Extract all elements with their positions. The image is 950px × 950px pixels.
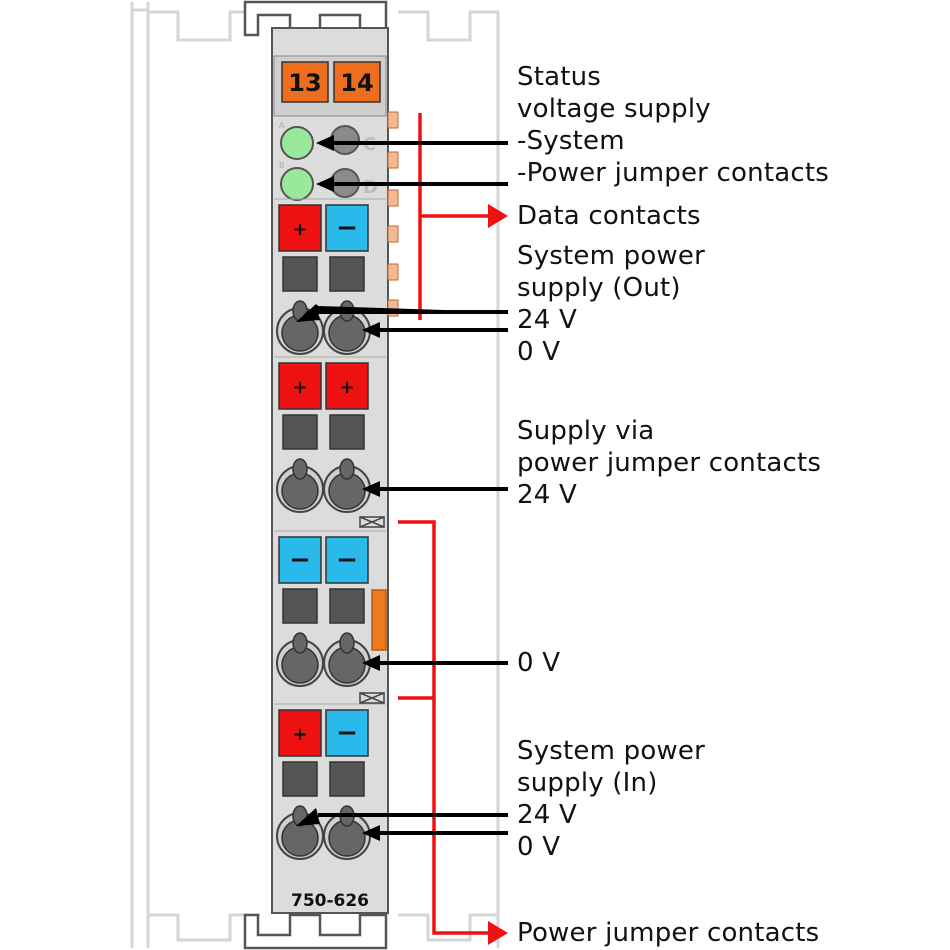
label-system-power-supply-in: System power supply (In) 24 V 0 V — [517, 736, 705, 862]
release-button — [329, 761, 365, 797]
release-button — [329, 256, 365, 292]
terminal-number-14: 14 — [333, 61, 381, 103]
release-button — [282, 588, 318, 624]
data-contact-tabs — [387, 111, 399, 317]
release-button — [282, 761, 318, 797]
led-c-off — [330, 125, 360, 155]
label-system-power-supply-out: System power supply (Out) 24 V 0 V — [517, 241, 705, 367]
label-power-jumper-contacts: Power jumper contacts — [517, 918, 820, 948]
plus-marker — [325, 362, 369, 410]
svg-text:A: A — [279, 121, 285, 130]
polarity-sign: − — [336, 718, 358, 748]
connection-row: ++ — [274, 356, 386, 513]
polarity-sign: + — [292, 377, 307, 398]
release-button — [282, 256, 318, 292]
svg-text:D: D — [363, 177, 378, 198]
plus-marker — [278, 362, 322, 410]
polarity-sign: − — [336, 213, 358, 243]
led-a-green — [280, 126, 314, 160]
connection-row: −− — [274, 530, 386, 687]
connection-row: +− — [274, 703, 386, 860]
minus-marker — [278, 536, 322, 584]
polarity-sign: + — [339, 377, 354, 398]
polarity-sign: − — [336, 545, 358, 575]
data-contact-bracket — [418, 113, 508, 320]
label-supply-via-power-jumper: Supply via power jumper contacts 24 V — [517, 416, 822, 510]
label-data-contacts: Data contacts — [517, 201, 701, 231]
release-button — [329, 588, 365, 624]
plus-marker — [278, 204, 322, 252]
plus-marker — [278, 709, 322, 757]
svg-text:13: 13 — [288, 69, 321, 97]
neighbor-module-outlines — [130, 2, 500, 948]
release-button — [282, 414, 318, 450]
release-button — [329, 414, 365, 450]
polarity-sign: + — [292, 219, 307, 240]
minus-marker — [325, 709, 369, 757]
connection-rows: +−++−−+− — [274, 198, 386, 860]
led-b-green — [280, 167, 314, 201]
terminal-number-13: 13 — [281, 61, 329, 103]
callout-arrows — [296, 135, 508, 841]
label-zero-volt: 0 V — [517, 648, 561, 678]
polarity-sign: + — [292, 724, 307, 745]
minus-marker — [325, 204, 369, 252]
polarity-sign: − — [289, 545, 311, 575]
power-jumper-bracket — [398, 520, 508, 945]
model-number: 750-626 — [291, 891, 369, 911]
svg-text:14: 14 — [340, 69, 373, 97]
svg-text:B: B — [279, 161, 285, 170]
power-jumper-markers — [359, 516, 387, 704]
label-status-voltage-supply: Status voltage supply -System -Power jum… — [517, 62, 829, 188]
minus-marker — [325, 536, 369, 584]
